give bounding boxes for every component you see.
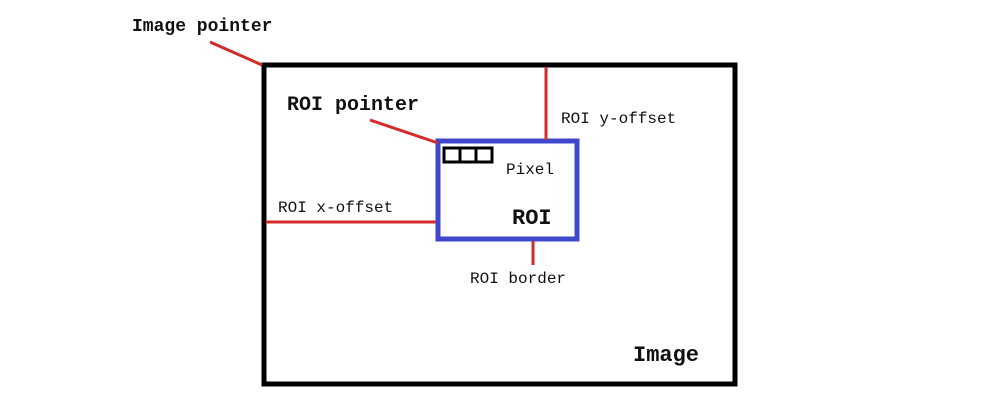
roi-y-offset-label: ROI y-offset bbox=[561, 110, 677, 128]
pixel-label: Pixel bbox=[506, 161, 555, 179]
image-frame bbox=[261, 62, 738, 387]
roi-border-label: ROI border bbox=[470, 270, 567, 288]
pixel-cell bbox=[474, 146, 494, 164]
image-pointer-label: Image pointer bbox=[132, 17, 273, 37]
image-pointer-leader bbox=[209, 40, 263, 67]
roi-pointer-leader bbox=[369, 118, 439, 145]
image-label: Image bbox=[633, 343, 700, 368]
pixel-cell bbox=[458, 146, 478, 164]
roi-rectangle bbox=[435, 138, 580, 242]
pixel-cells bbox=[442, 146, 494, 164]
pixel-cell bbox=[442, 146, 462, 164]
roi-pointer-label: ROI pointer bbox=[287, 94, 420, 117]
roi-label: ROI bbox=[512, 206, 552, 231]
roi-x-offset-label: ROI x-offset bbox=[278, 199, 394, 217]
